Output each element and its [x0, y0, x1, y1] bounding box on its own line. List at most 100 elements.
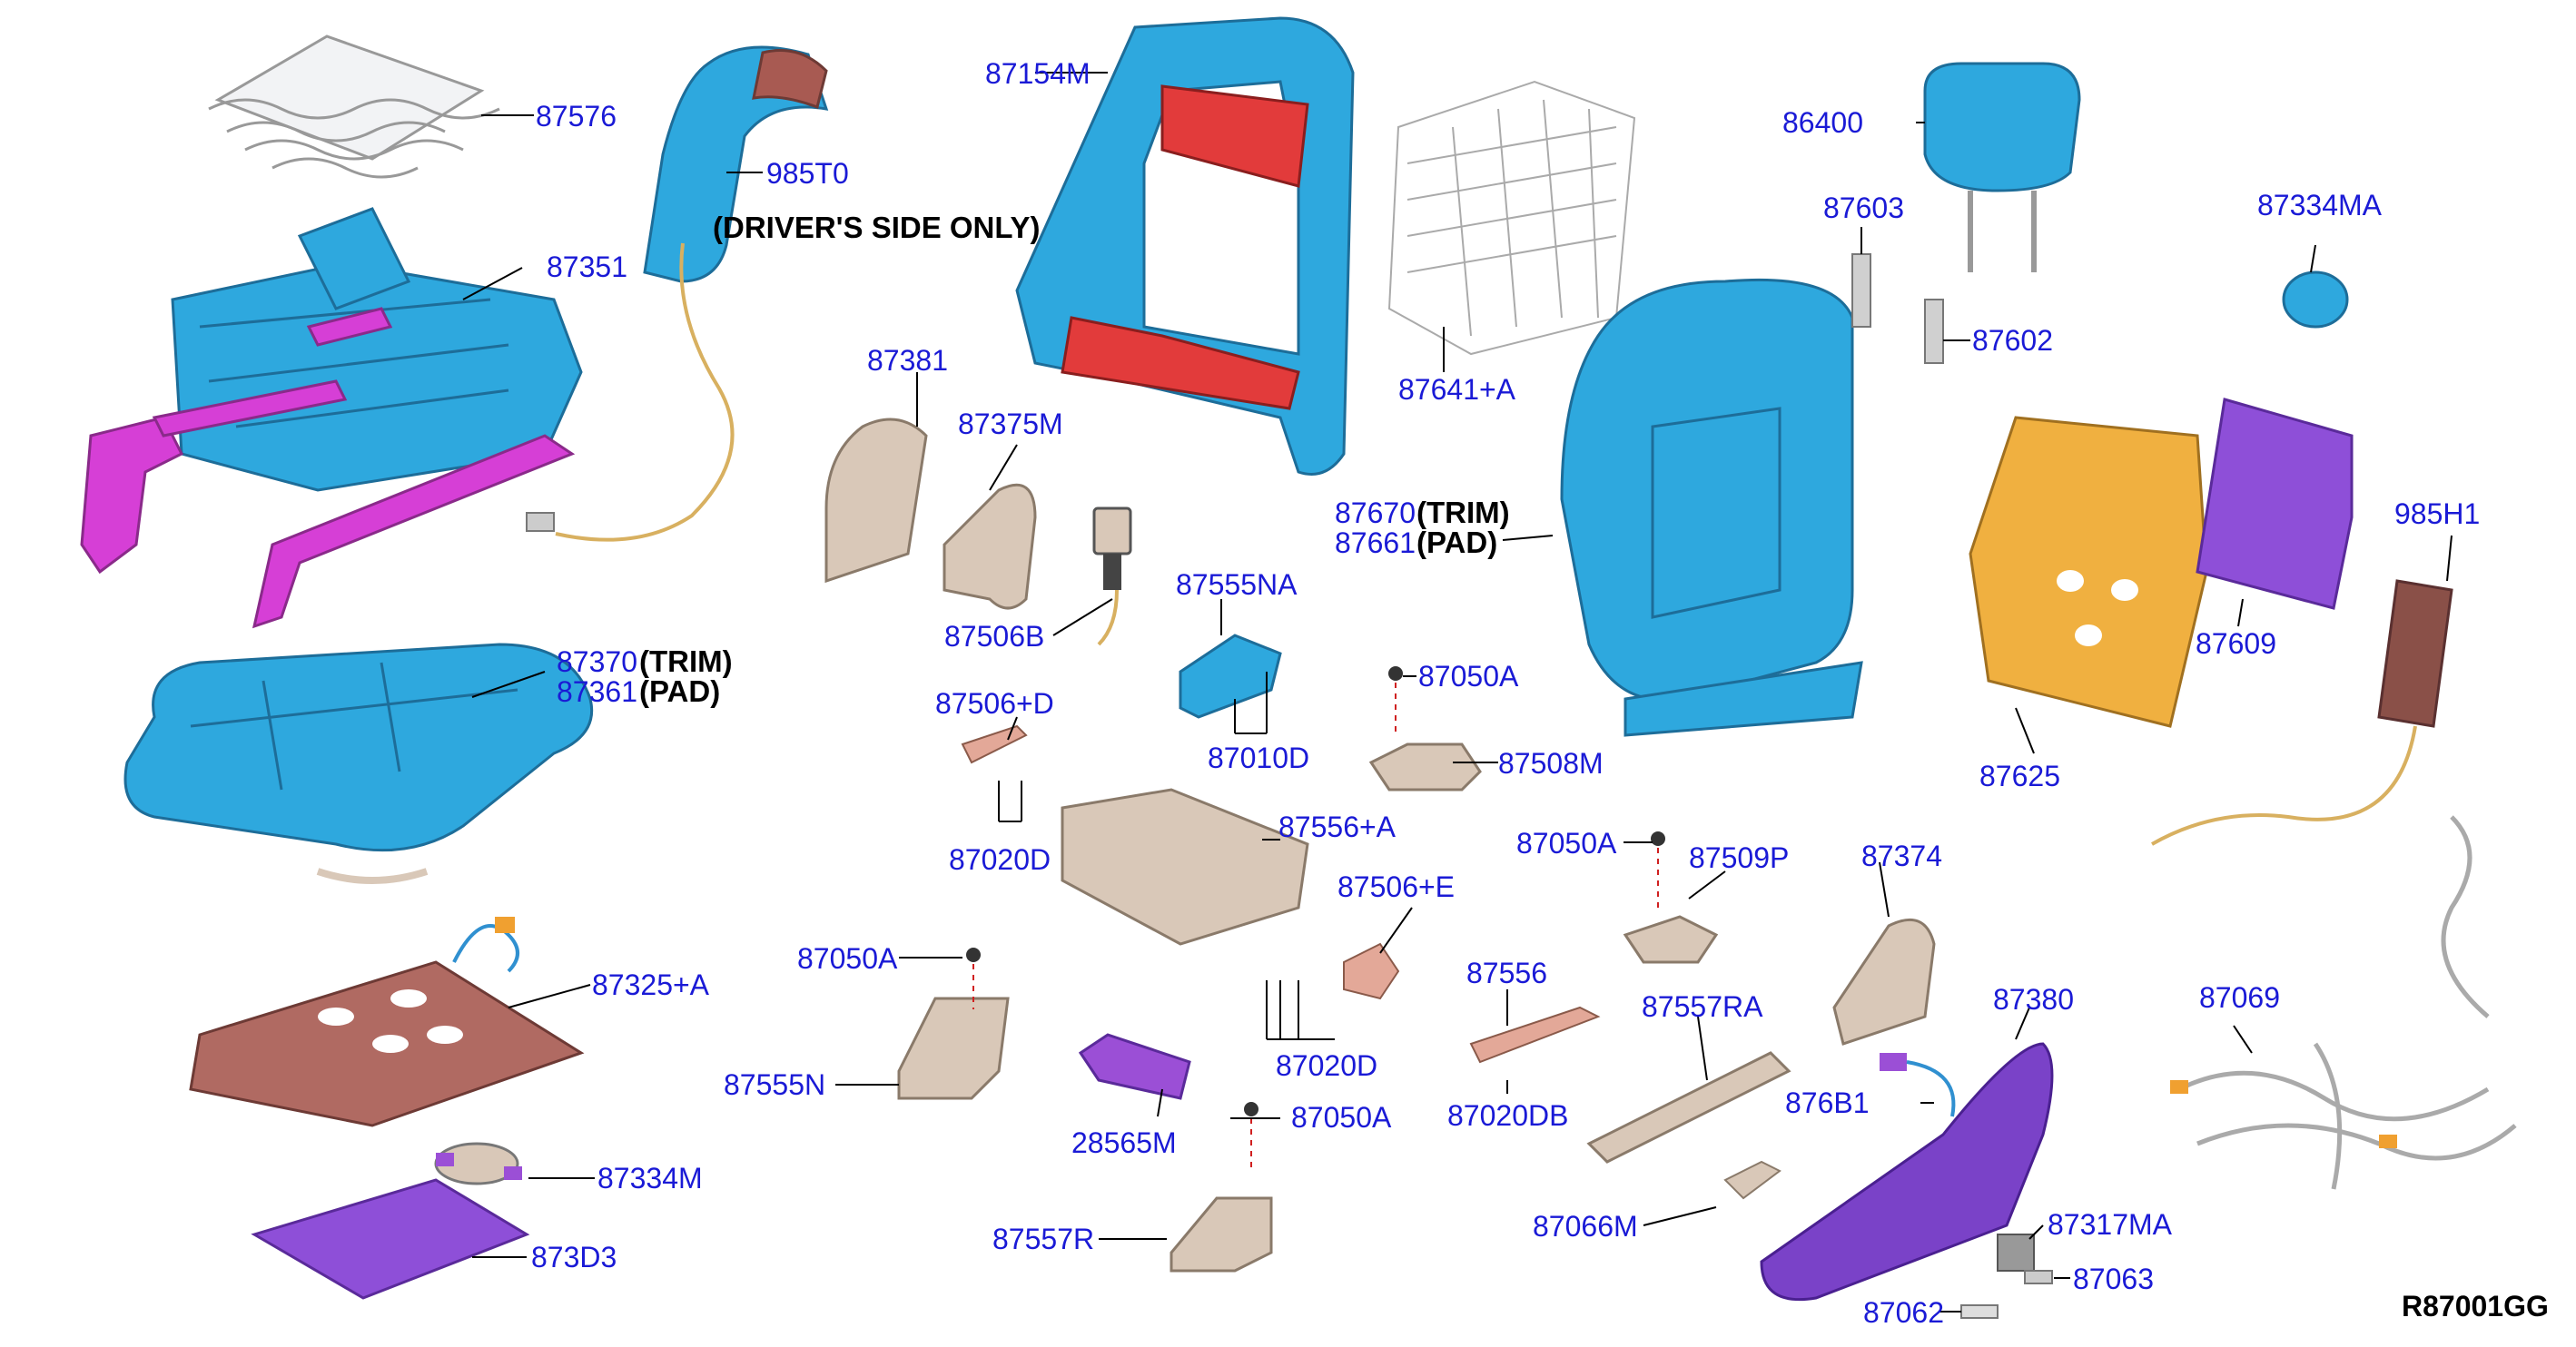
part-87063-knob [2024, 1270, 2053, 1284]
fastener-87050A-a [1388, 666, 1403, 737]
part-87556A-tray [1061, 788, 1309, 946]
label-87334M: 87334M [597, 1162, 703, 1195]
label-87380: 87380 [1993, 983, 2074, 1016]
label-87556A: 87556+A [1278, 811, 1397, 843]
part-87603-guide [1851, 253, 1871, 328]
label-87317MA: 87317MA [2048, 1208, 2173, 1241]
label-87603: 87603 [1823, 192, 1904, 224]
part-985H1-airbag [2151, 579, 2453, 846]
part-87625-back-panel [1969, 416, 2208, 728]
label-87555N: 87555N [724, 1068, 825, 1101]
part-87609-back-board [2196, 398, 2354, 610]
label-87557R: 87557R [992, 1223, 1094, 1255]
part-87508M-cover [1368, 742, 1482, 791]
label-87506B: 87506B [944, 620, 1044, 653]
label-87334MA: 87334MA [2257, 189, 2383, 221]
label-87020DB: 87020DB [1447, 1099, 1568, 1132]
label-87661: 87661 [1335, 526, 1416, 559]
label-873D3: 873D3 [531, 1241, 617, 1273]
label-87325A: 87325+A [592, 968, 710, 1001]
part-87555NA-bracket [1179, 634, 1282, 719]
part-28565M-module [1078, 1033, 1191, 1100]
label-87670: 87670 [1335, 497, 1416, 529]
label-87050A-b: 87050A [797, 942, 898, 975]
part-87557R-bracket [1170, 1196, 1273, 1273]
part-87317MA-switch [1997, 1234, 2035, 1272]
label-87361: 87361 [557, 675, 637, 708]
label-87381: 87381 [867, 344, 948, 377]
label-87351: 87351 [547, 251, 627, 283]
label-87063: 87063 [2073, 1263, 2154, 1295]
label-985T0: 985T0 [766, 157, 849, 190]
label-87375M: 87375M [958, 408, 1063, 440]
label-87641A: 87641+A [1398, 373, 1516, 406]
part-87066M-knob [1723, 1160, 1781, 1200]
label-87154M: 87154M [985, 57, 1091, 90]
part-87380-side-finisher [1760, 1042, 2054, 1302]
part-87641A-spring [1387, 80, 1636, 356]
note-drivers-side-only: (DRIVER'S SIDE ONLY) [713, 211, 1041, 244]
part-876B1-switch [1880, 1053, 1956, 1117]
part-87576-spring-mat [208, 34, 500, 179]
label-87050A-c: 87050A [1291, 1101, 1392, 1134]
label-87555NA: 87555NA [1176, 568, 1298, 601]
label-87508M: 87508M [1498, 747, 1604, 780]
label-87370: 87370 [557, 645, 637, 678]
note-pad-87661: (PAD) [1416, 526, 1497, 559]
part-87375M-bracket [943, 483, 1037, 610]
label-87602: 87602 [1972, 324, 2053, 357]
part-87154M-seatback-frame [1015, 16, 1355, 476]
label-87020D-b: 87020D [1276, 1049, 1377, 1082]
part-87506E-plate [1343, 942, 1400, 1000]
diagram-reference-code: R87001GG [2402, 1290, 2549, 1322]
part-87062-knob [1960, 1304, 1999, 1319]
part-87351-seat-frame [80, 207, 583, 629]
part-87506B-buckle [1092, 506, 1132, 646]
label-87050A-d: 87050A [1516, 827, 1617, 860]
part-87556-link [1469, 1006, 1601, 1064]
label-87556: 87556 [1466, 957, 1547, 989]
part-87374-side-cover [1832, 918, 1936, 1046]
part-87670-seatback-trim [1560, 278, 1863, 737]
label-87066M: 87066M [1533, 1210, 1638, 1243]
part-87381-cover [824, 418, 928, 584]
part-873D3-pad [251, 1178, 530, 1300]
label-87576: 87576 [536, 100, 617, 133]
part-87555N-bracket [897, 997, 1010, 1100]
label-87010D: 87010D [1208, 742, 1309, 774]
note-pad-87361: (PAD) [639, 674, 720, 708]
note-trim-87370: (TRIM) [639, 644, 733, 678]
part-87334M-heater-unit [434, 1142, 522, 1185]
label-86400: 86400 [1782, 106, 1863, 139]
part-87334MA-unit [2282, 270, 2349, 329]
fastener-87050A-c [1244, 1102, 1258, 1173]
fastener-87050A-b [966, 948, 981, 1009]
label-87625: 87625 [1979, 760, 2060, 792]
part-87069-harness [2170, 815, 2517, 1190]
label-87050A-a: 87050A [1418, 660, 1519, 693]
label-87506D: 87506+D [935, 687, 1054, 720]
label-87609: 87609 [2196, 627, 2276, 660]
fastener-87050A-d [1651, 831, 1665, 911]
label-87020D-a: 87020D [949, 843, 1051, 876]
label-87069: 87069 [2199, 981, 2280, 1014]
part-86400-headrest [1923, 62, 2081, 272]
part-985T0-side-airbag [526, 45, 829, 542]
note-trim-87670: (TRIM) [1416, 496, 1510, 529]
part-87506D-plate [961, 724, 1028, 764]
label-28565M: 28565M [1071, 1126, 1177, 1159]
part-87557RA-rail-cover [1586, 1051, 1791, 1164]
label-87062: 87062 [1863, 1296, 1944, 1329]
label-87557RA: 87557RA [1642, 990, 1763, 1023]
part-87509P-cover [1623, 915, 1719, 964]
label-87509P: 87509P [1689, 841, 1789, 874]
part-labels: 87576 985T0 (DRIVER'S SIDE ONLY) 87351 8… [531, 57, 2549, 1329]
label-87374: 87374 [1861, 840, 1942, 872]
part-87325A-cushion-pan [189, 917, 585, 1127]
label-985H1: 985H1 [2394, 497, 2480, 530]
label-87506E: 87506+E [1337, 870, 1455, 903]
leader-lines [462, 72, 2453, 1313]
label-876B1: 876B1 [1785, 1086, 1870, 1119]
part-87602-guide [1924, 299, 1944, 364]
